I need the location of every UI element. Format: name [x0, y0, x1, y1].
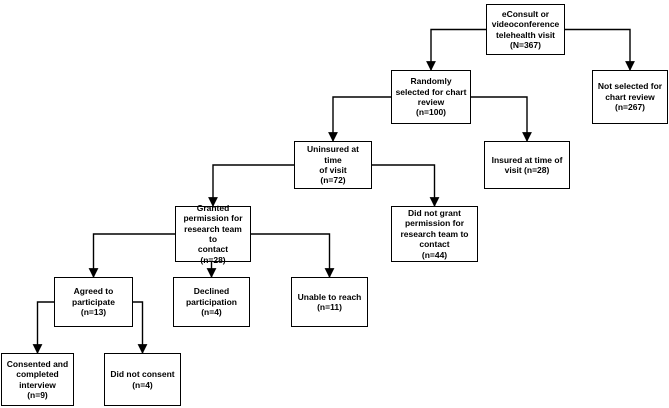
node-text-line: research team to: [184, 223, 242, 244]
node-text-line: Did not consent: [110, 369, 175, 380]
node-text-line: research team to: [400, 228, 469, 239]
node-text-line: (n=11): [317, 302, 342, 312]
node-text-line: Randomly: [410, 76, 452, 87]
node-text-line: selected for chart: [395, 86, 467, 97]
node-text-line: (N=367): [510, 39, 541, 50]
connector-arrow: [328, 96, 391, 142]
node-text-line: contact: [419, 239, 450, 250]
node-text-line: Agreed to: [73, 286, 114, 297]
node-text-line: Not selected for: [597, 81, 663, 92]
node-text-line: (n=267): [615, 102, 645, 113]
node-text-line: Insured at time of: [491, 154, 563, 165]
node-text-line: interview: [19, 379, 56, 390]
node-text-line: chart review: [605, 91, 655, 102]
node-text-line: Unable to reach: [297, 291, 362, 302]
connector-arrow: [32, 301, 54, 354]
node-text-line: Consented and: [6, 358, 69, 369]
node-text-line: (n=72): [320, 175, 346, 186]
node-text-line: permission for: [404, 218, 465, 229]
node-text-line: Did not grant: [408, 208, 461, 219]
node-text-line: Declined: [193, 286, 230, 297]
node-text-line: (n=44): [421, 249, 448, 260]
connector-arrow: [372, 164, 440, 207]
node-text-line: (n=4): [201, 307, 222, 318]
node-text-line: Granted: [196, 202, 230, 213]
connector-arrow: [133, 301, 148, 354]
node-text-line: videoconference: [491, 19, 560, 30]
node-text-line: telehealth visit: [495, 29, 556, 40]
node-text-line: (n=28): [200, 254, 226, 265]
node-text-line: (n=9): [27, 389, 48, 400]
connector-arrow: [565, 28, 635, 71]
connector-arrow: [208, 164, 294, 207]
box-unable-to-reach: Unable to reach(n=11): [291, 277, 368, 327]
node-text-line: review: [417, 97, 445, 107]
node-text-line: (n=100): [416, 107, 446, 118]
node-text-line: (n=13): [80, 307, 107, 318]
connector-arrow: [426, 28, 486, 71]
connector-arrow: [88, 233, 175, 278]
node-text-line: of visit: [319, 165, 347, 175]
connector-arrow: [471, 96, 532, 142]
node-text-line: contact: [197, 244, 229, 255]
connector-arrow: [251, 233, 335, 278]
node-text-line: Uninsured at time: [307, 144, 359, 165]
box-did-not-consent: Did not consent(n=4): [104, 353, 181, 406]
node-text-line: (n=4): [132, 379, 153, 390]
node-text-line: visit (n=28): [504, 165, 550, 175]
node-text-line: permission for: [183, 213, 243, 224]
node-text-line: participate: [72, 296, 115, 307]
node-text-line: completed: [16, 369, 59, 380]
node-text-line: participation: [185, 296, 237, 307]
node-text-line: eConsult or: [501, 8, 550, 19]
